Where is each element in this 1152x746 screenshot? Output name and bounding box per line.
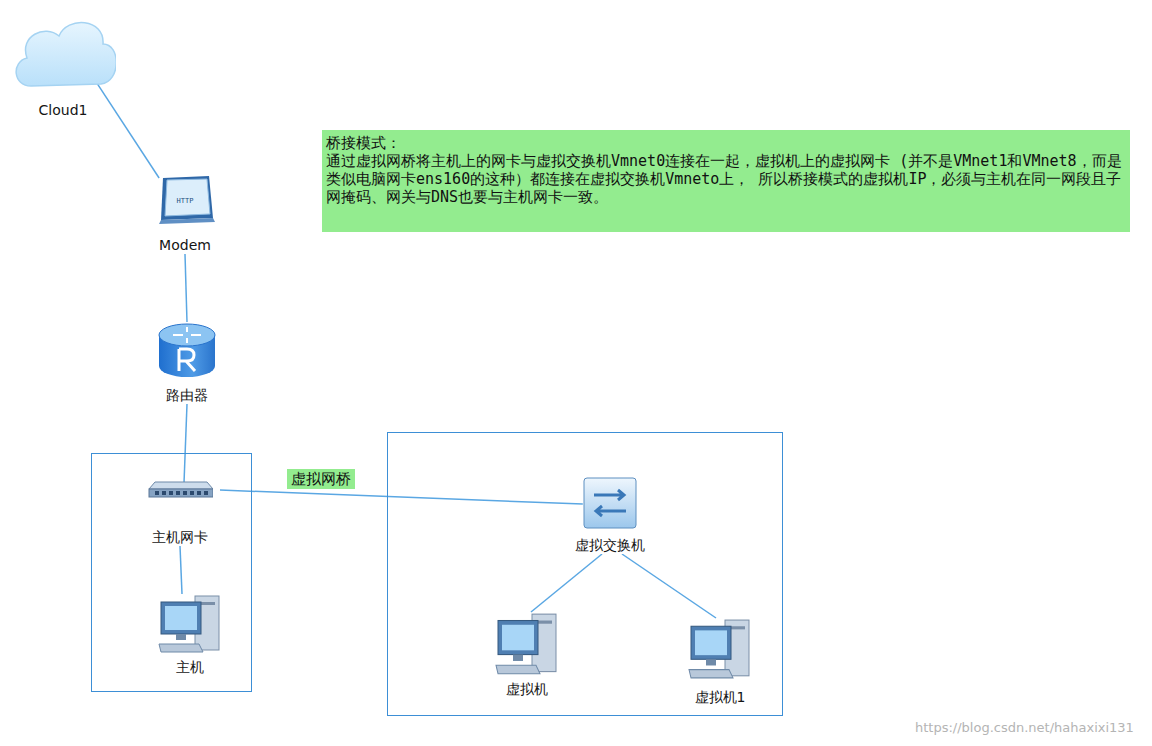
node-label: 虚拟交换机 — [573, 536, 647, 554]
connector-line — [94, 78, 159, 178]
node-label: Modem — [157, 236, 213, 254]
nic-icon: 主机网卡 — [140, 476, 220, 546]
icon-area — [147, 476, 213, 502]
icon-area — [157, 594, 223, 656]
router-icon — [157, 322, 217, 380]
vm-icon: 虚拟机1 — [680, 618, 760, 706]
connector-line — [622, 554, 716, 618]
vm-icon: 虚拟机 — [487, 612, 567, 698]
host-group-box: 主机网卡主机 — [91, 453, 252, 692]
watermark: https://blog.csdn.net/hahaxixi131 — [915, 720, 1134, 736]
vm-group-box: 虚拟交换机虚拟机 虚拟机1 — [387, 432, 783, 716]
pc-icon — [157, 594, 223, 656]
connector-line — [185, 254, 187, 322]
cloud-icon: Cloud1 — [8, 12, 118, 119]
modem-icon: HTTP Modem — [148, 174, 222, 254]
node-label: 虚拟机 — [504, 680, 550, 698]
edge-label: 虚拟网桥 — [287, 469, 355, 489]
icon-area: HTTP — [155, 174, 215, 228]
node-label: 路由器 — [164, 386, 210, 404]
connector-line — [180, 546, 182, 594]
note-body: 通过虚拟网桥将主机上的网卡与虚拟交换机Vmnet0连接在一起，虚拟机上的虚拟网卡… — [326, 152, 1124, 206]
vm-icon — [494, 612, 560, 678]
note-heading: 桥接模式： — [326, 134, 1124, 152]
router-icon: 路由器 — [150, 322, 224, 404]
icon-area — [157, 322, 217, 380]
node-label: 虚拟机1 — [693, 688, 748, 706]
node-label: 主机网卡 — [150, 528, 210, 546]
icon-area — [11, 12, 116, 97]
node-label: 主机 — [174, 658, 206, 676]
icon-area — [687, 618, 753, 682]
icon-area — [494, 612, 560, 678]
cloud-icon — [11, 12, 116, 97]
pc-icon: 主机 — [150, 594, 230, 676]
connector-line — [220, 490, 583, 504]
icon-text: HTTP — [177, 197, 194, 205]
virtual-switch-icon: 虚拟交换机 — [570, 476, 650, 554]
connector-line — [531, 554, 602, 612]
note-box: 桥接模式：通过虚拟网桥将主机上的网卡与虚拟交换机Vmnet0连接在一起，虚拟机上… — [322, 130, 1130, 232]
icon-area — [582, 476, 638, 532]
virtual-switch-icon — [582, 476, 638, 532]
vm-icon — [687, 618, 753, 682]
connector-line — [184, 404, 187, 483]
node-label: Cloud1 — [37, 101, 90, 119]
nic-icon — [147, 476, 213, 502]
